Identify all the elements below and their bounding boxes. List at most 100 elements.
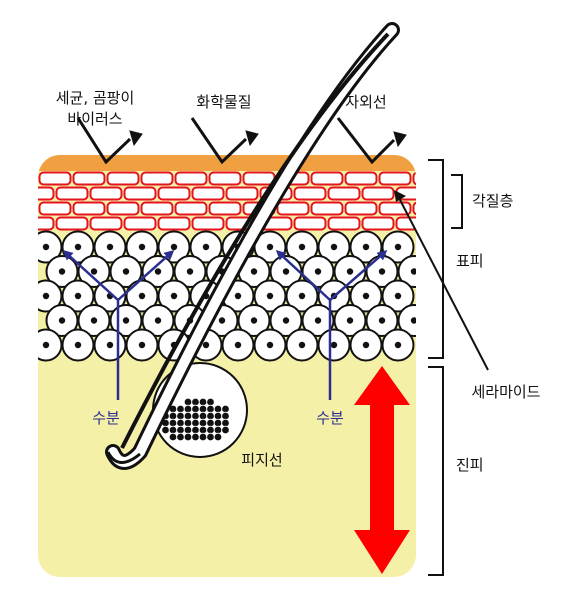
corneocyte-brick	[293, 186, 327, 201]
cell-nucleus	[186, 268, 194, 275]
cell-nucleus	[378, 268, 386, 275]
sebum-granule	[168, 411, 178, 421]
corneocyte-brick	[72, 171, 106, 186]
cell-nucleus	[298, 243, 306, 251]
label-bacteria-line1: 세균, 곰팡이	[56, 89, 135, 107]
sebum-granule	[206, 404, 215, 414]
corneocyte-brick	[157, 186, 191, 201]
corneocyte-brick	[55, 216, 89, 231]
cell-nucleus	[378, 317, 386, 324]
sebum-granule	[198, 404, 208, 414]
corneocyte-brick	[174, 171, 208, 186]
sebum-granule	[221, 418, 230, 428]
label-stratum-corneum: 각질층	[472, 192, 513, 210]
epidermis-cells	[38, 230, 416, 362]
corneocyte-brick	[191, 216, 225, 231]
cell-nucleus	[362, 292, 370, 300]
label-uv: 자외선	[345, 93, 386, 111]
label-bacteria-line2: 바이러스	[67, 110, 122, 128]
label-epidermis: 표피	[456, 252, 484, 270]
cell-nucleus	[74, 292, 82, 300]
cell-nucleus	[58, 268, 66, 275]
cell-nucleus	[362, 341, 370, 349]
sebum-granule	[191, 425, 200, 435]
arrow-up-right-icon	[76, 117, 407, 165]
sebum-granule	[206, 432, 215, 442]
sebum-granule	[176, 432, 185, 442]
corneocyte-brick	[327, 186, 361, 201]
corneocyte-brick	[174, 201, 208, 216]
cell-nucleus	[394, 341, 402, 349]
sebum-granule	[213, 404, 223, 414]
cell-nucleus	[410, 317, 416, 324]
sebum-granule	[198, 432, 208, 442]
moisture-arrow-right	[275, 249, 388, 400]
cell-nucleus	[202, 341, 210, 349]
cell-nucleus	[74, 341, 82, 349]
sebum-granule	[183, 411, 193, 421]
corneocyte-brick	[208, 171, 242, 186]
sebum-granule	[176, 404, 185, 414]
cell-nucleus	[74, 243, 82, 251]
corneocyte-brick	[157, 216, 191, 231]
cell-nucleus	[346, 268, 354, 275]
sebum-granule	[206, 425, 215, 435]
sebum-granule	[191, 432, 200, 442]
cell-nucleus	[410, 268, 416, 275]
label-dermis: 진피	[456, 456, 484, 474]
cell-nucleus	[106, 341, 114, 349]
corneocyte-brick	[191, 186, 225, 201]
corneocyte-brick	[123, 186, 157, 201]
cell-nucleus	[202, 243, 210, 251]
sebum-granule	[191, 397, 200, 407]
sebum-granule	[206, 411, 215, 421]
cell-nucleus	[58, 317, 66, 324]
sebum-granule	[213, 432, 223, 442]
corneocyte-brick	[140, 201, 174, 216]
label-moisture-left: 수분	[92, 409, 120, 427]
corneocyte-brick	[412, 171, 416, 186]
cell-nucleus	[266, 292, 274, 300]
corneocyte-brick	[344, 171, 378, 186]
cell-nucleus	[170, 292, 178, 300]
corneocyte-brick	[38, 201, 72, 216]
cell-nucleus	[330, 243, 338, 251]
corneocyte-brick	[242, 171, 276, 186]
label-sebaceous-gland: 피지선	[241, 451, 282, 469]
cell-nucleus	[122, 317, 130, 324]
sebum-granules	[161, 397, 230, 442]
cell-nucleus	[314, 317, 322, 324]
sebum-granule	[161, 425, 170, 435]
sebum-granule	[168, 418, 178, 428]
corneocyte-brick	[361, 186, 395, 201]
sebum-granule	[213, 418, 223, 428]
sebum-granule	[198, 425, 208, 435]
corneocyte-brick	[310, 201, 344, 216]
sebum-granule	[183, 432, 193, 442]
sebum-granule	[183, 425, 193, 435]
sebum-granule	[168, 432, 178, 442]
corneocyte-brick	[208, 201, 242, 216]
cell-nucleus	[234, 341, 242, 349]
corneocyte-brick	[38, 171, 72, 186]
label-moisture-right: 수분	[316, 409, 344, 427]
cell-nucleus	[250, 317, 258, 324]
corneocyte-brick	[327, 216, 361, 231]
corneocyte-brick	[89, 186, 123, 201]
corneocyte-brick	[38, 186, 55, 201]
corneocyte-brick	[140, 171, 174, 186]
cell-nucleus	[90, 268, 98, 275]
cell-nucleus	[106, 243, 114, 251]
cell-nucleus	[282, 317, 290, 324]
corneocyte-brick	[361, 216, 395, 231]
cell-nucleus	[138, 341, 146, 349]
corneocyte-brick	[72, 201, 106, 216]
double-arrow-vertical-icon	[354, 366, 410, 574]
sebum-granule	[183, 404, 193, 414]
cell-nucleus	[266, 243, 274, 251]
corneocyte-brick	[276, 201, 310, 216]
hair-shaft	[105, 22, 400, 470]
corneocyte-brick	[225, 186, 259, 201]
sebum-granule	[198, 411, 208, 421]
